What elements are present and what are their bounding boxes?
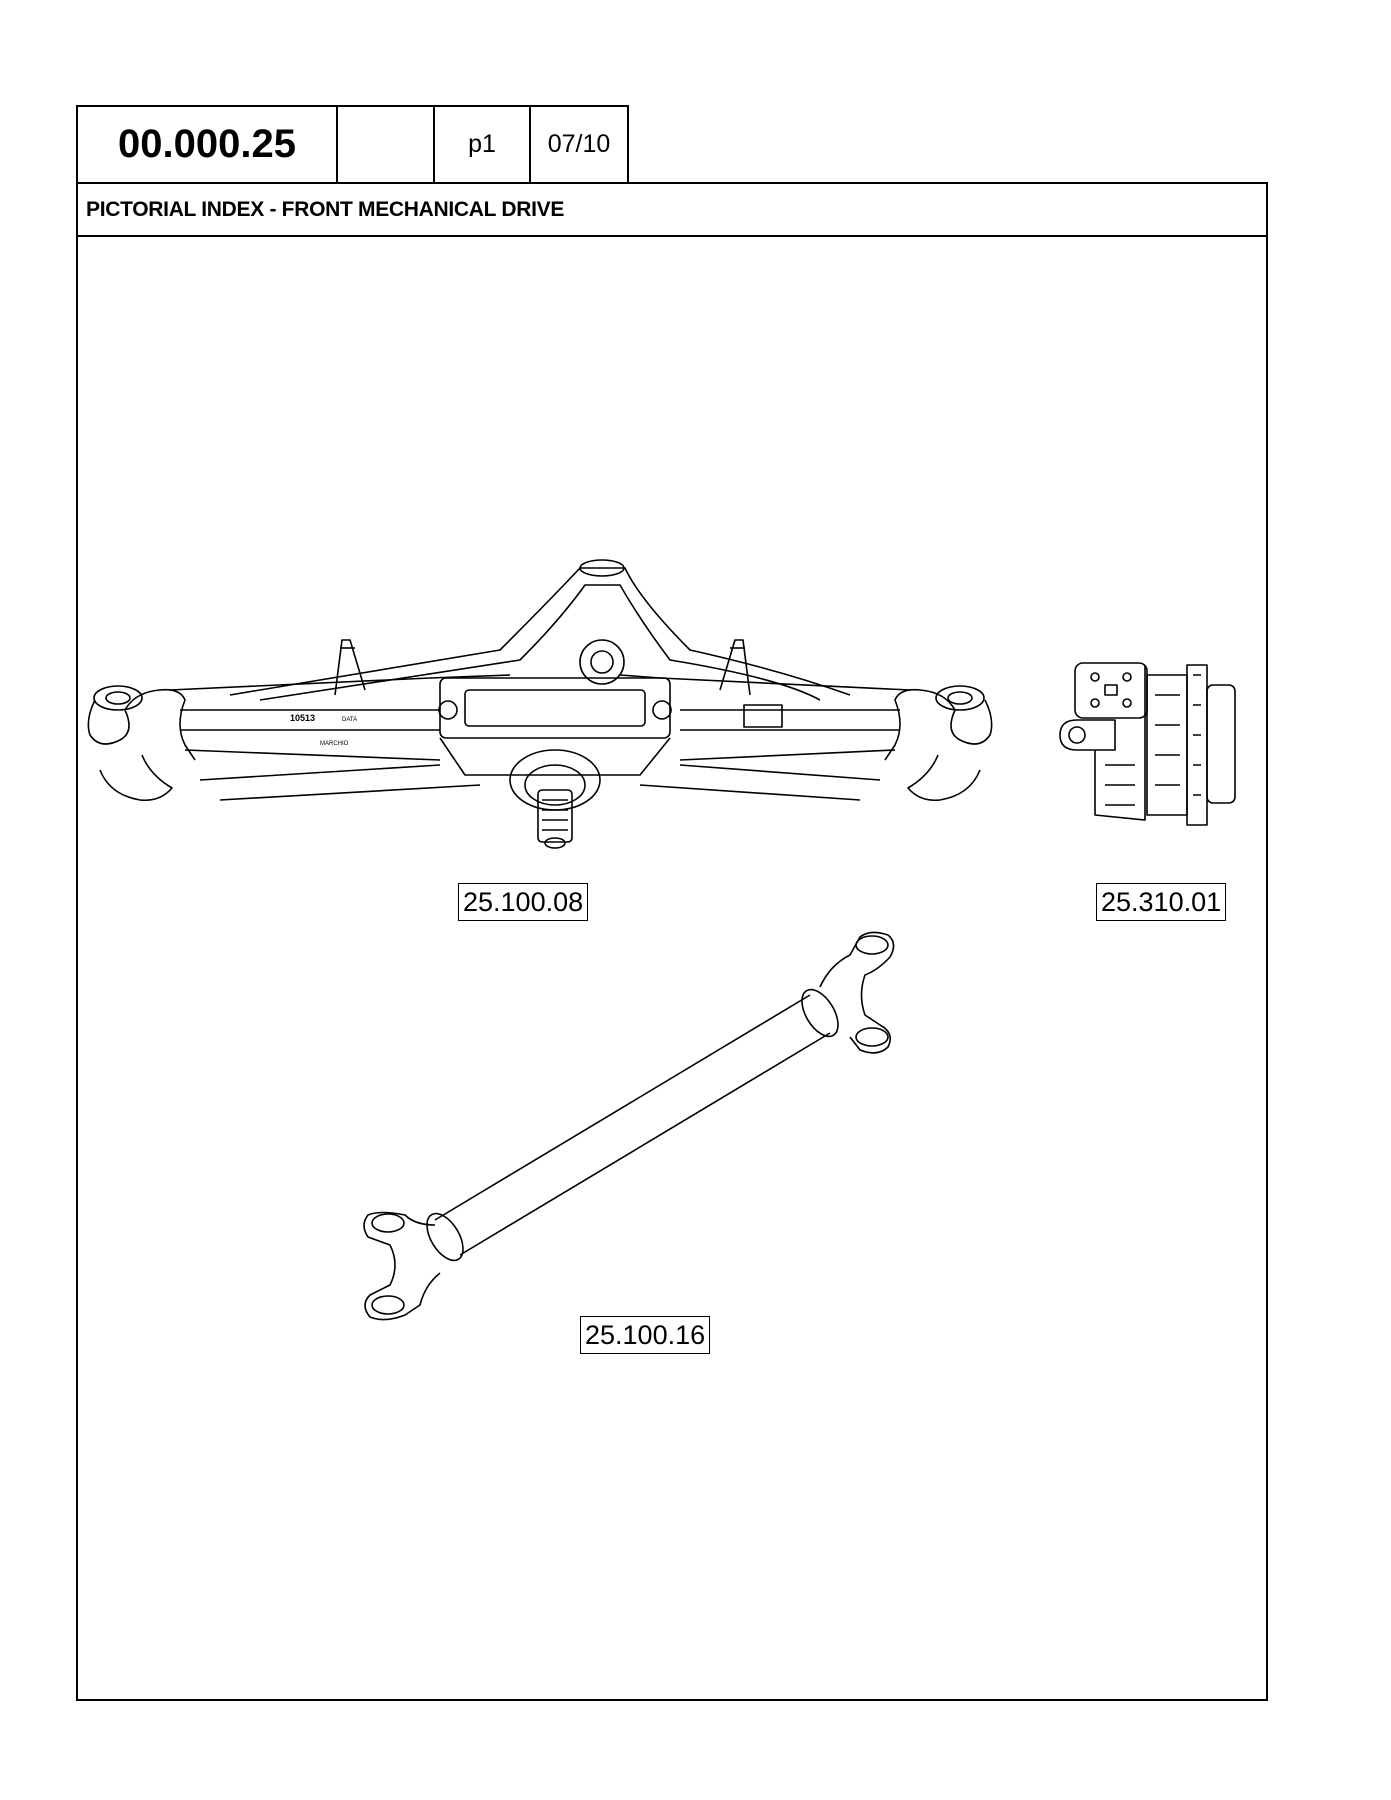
front-axle-drawing[interactable]: 10513 DATA MARCHIO	[80, 560, 1000, 860]
axle-marchio-marking: MARCHIO	[320, 741, 349, 747]
drive-shaft-drawing[interactable]	[360, 925, 900, 1345]
page-title-text: PICTORIAL INDEX - FRONT MECHANICAL DRIVE	[86, 197, 565, 221]
page-title: PICTORIAL INDEX - FRONT MECHANICAL DRIVE	[78, 184, 1266, 237]
illustration-frame: PICTORIAL INDEX - FRONT MECHANICAL DRIVE	[76, 182, 1268, 1701]
document-code: 00.000.25	[76, 105, 338, 184]
page-number: p1	[433, 105, 531, 184]
ref-label-wheel-hub[interactable]: 25.310.01	[1096, 883, 1227, 921]
header-blank-cell	[336, 105, 435, 184]
wheel-hub-drawing[interactable]	[1055, 655, 1250, 835]
revision-date: 07/10	[529, 105, 629, 184]
axle-code-marking: 10513	[290, 713, 315, 723]
ref-label-front-axle[interactable]: 25.100.08	[458, 883, 589, 921]
ref-label-drive-shaft[interactable]: 25.100.16	[580, 1316, 711, 1354]
axle-data-marking: DATA	[342, 717, 357, 723]
